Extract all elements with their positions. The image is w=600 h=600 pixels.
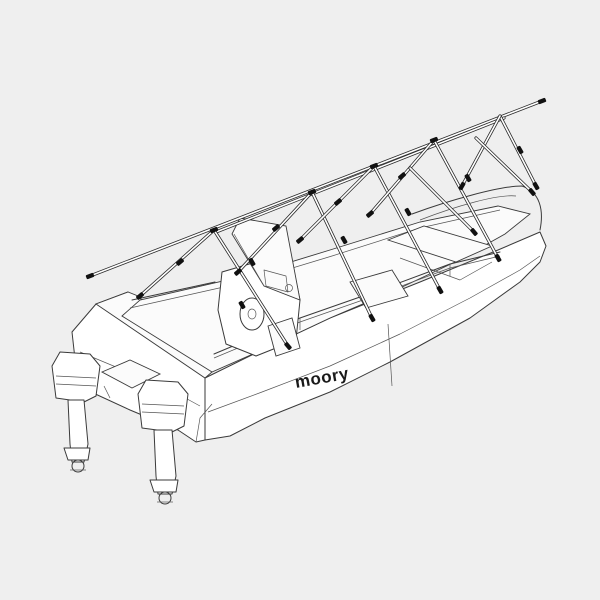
- pole-cap: [528, 188, 536, 196]
- pole-cap: [85, 272, 95, 280]
- pole-cap: [398, 172, 406, 180]
- pole-cap: [272, 224, 280, 232]
- frame-strut: [475, 137, 533, 193]
- frame-strut: [409, 167, 475, 233]
- pole-cap: [366, 210, 374, 218]
- pole-cap: [296, 236, 304, 244]
- pole-caps: [85, 97, 547, 350]
- pole-cap: [537, 97, 547, 105]
- pole-cap: [248, 257, 256, 267]
- frame-strut: [311, 191, 373, 319]
- pole-cap: [404, 207, 412, 217]
- pole-cap: [368, 313, 376, 323]
- pole-cap: [436, 285, 444, 295]
- outboard-engine-right: [137, 379, 189, 505]
- frame-strut: [213, 229, 289, 347]
- pole-cap: [458, 181, 466, 191]
- pole-cap: [429, 136, 439, 144]
- pole-cap: [470, 228, 478, 236]
- pole-cap: [284, 342, 292, 350]
- pole-cap: [464, 173, 472, 183]
- pole-cap: [176, 258, 184, 266]
- pole-cap: [209, 226, 219, 234]
- frame-strut: [499, 115, 537, 187]
- pole-cap: [369, 162, 379, 170]
- frame-strut: [373, 165, 441, 291]
- pole-cap: [516, 145, 524, 155]
- pole-cap: [238, 300, 246, 310]
- outboard-engine-left: [51, 351, 101, 473]
- pole-cap: [334, 198, 342, 206]
- pole-cap: [234, 268, 242, 276]
- cover-support-frame: [88, 99, 544, 348]
- pole-cap: [307, 188, 317, 196]
- pole-cap: [136, 292, 144, 300]
- frame-strut: [433, 139, 499, 259]
- pole-cap: [494, 253, 502, 263]
- pole-cap: [340, 235, 348, 245]
- pole-cap: [532, 181, 540, 191]
